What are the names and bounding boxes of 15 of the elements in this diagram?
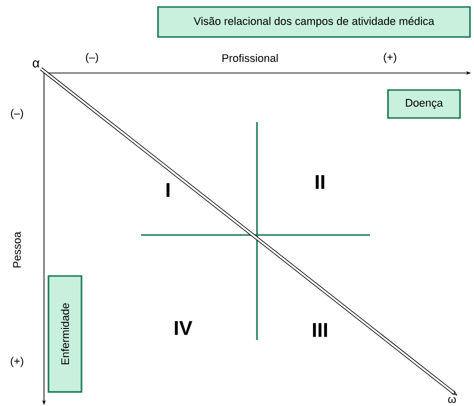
axis-label: (–)	[10, 108, 24, 120]
quadrant-number: II	[316, 175, 324, 189]
axis-label: (+)	[10, 356, 24, 368]
axis-label: Pessoa	[13, 232, 21, 268]
axis-origin-label: α	[32, 60, 40, 68]
quadrant-number: IV	[174, 321, 192, 335]
box: Enfermidade	[48, 275, 82, 393]
box: Doença	[387, 89, 461, 119]
axis-end-label: ω	[448, 396, 456, 403]
axis-label: (–)	[86, 52, 98, 64]
axis-label: Profissional	[222, 54, 278, 62]
title-box: Visão relacional dos campos de atividade médica	[157, 6, 471, 38]
axis-label: (+)	[384, 52, 396, 64]
quadrant-number: III	[313, 323, 327, 337]
quadrant-number: I	[166, 183, 170, 197]
